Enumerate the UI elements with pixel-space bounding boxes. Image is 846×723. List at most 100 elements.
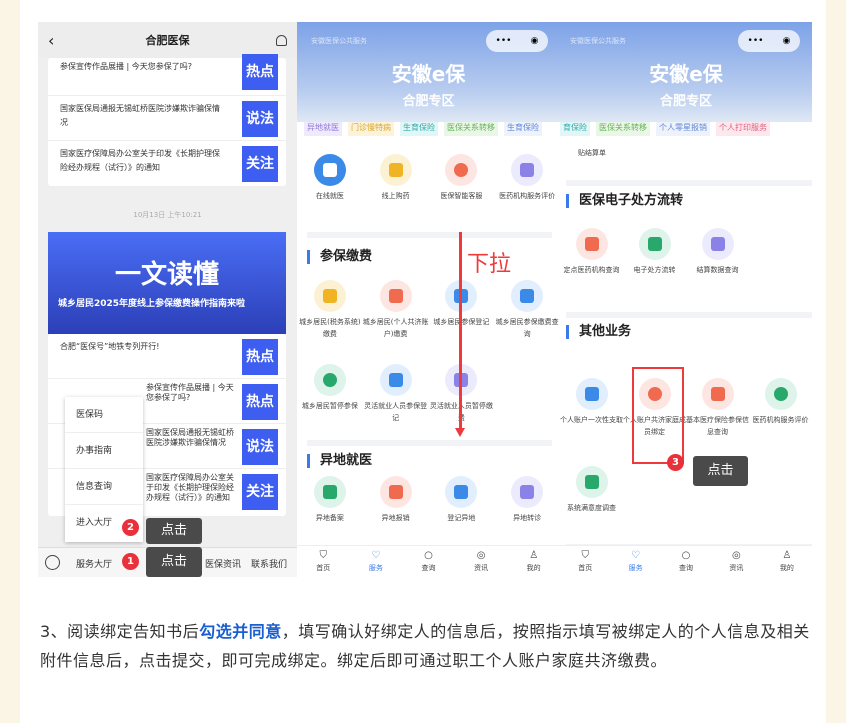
chip[interactable]: 异地就医: [304, 122, 342, 136]
partial-service-label[interactable]: 贴结算单: [578, 149, 606, 157]
service-item[interactable]: 异地备案: [297, 476, 363, 536]
back-icon[interactable]: ‹: [48, 30, 55, 50]
chip[interactable]: 生育保险: [504, 122, 542, 136]
top-services: 在线就医 线上购药 医保智能客服 医药机构服务评价: [297, 154, 560, 224]
tab-bar: ⛉首页 ♡服务 ○查询 ◎资讯 ♙我的: [297, 545, 560, 577]
service-item[interactable]: 城乡居民(税务系统)缴费: [297, 280, 363, 364]
tab-news[interactable]: ◎资讯: [729, 550, 744, 572]
step-badge-1: 1: [122, 553, 139, 570]
tab-query[interactable]: ○查询: [421, 550, 436, 572]
e-prescription-services: 定点医药机构查询 电子处方流转 结算数据查询: [560, 228, 812, 298]
list-item[interactable]: 合肥“医保号”地铁专列开行!热点: [48, 334, 286, 379]
section-title: 参保缴费: [307, 250, 372, 264]
close-target-icon: ◉: [530, 36, 539, 46]
zone-title: 合肥专区: [659, 94, 712, 109]
click-tip: 点击: [146, 547, 202, 577]
service-item[interactable]: 定点医药机构查询: [560, 228, 623, 298]
list-item[interactable]: 国家医保局通报无锡虹桥医院涉嫌欺诈骗保情况说法: [48, 96, 286, 141]
caption-text: ，填写确认好绑定人的信息后，按照指示填写被绑定人的个人信息及相关附件信息后，点击…: [40, 622, 810, 670]
menu-item-enter-hall[interactable]: 进入大厅: [76, 518, 113, 528]
service-item[interactable]: 个人账户一次性支取: [560, 378, 623, 466]
top-bar: ‹ 合肥医保: [38, 22, 297, 58]
banner-subtitle: 城乡居民2025年度线上参保缴费操作指南来啦: [58, 299, 246, 309]
tab-home[interactable]: ⛉首页: [578, 550, 593, 572]
service-item[interactable]: 异地报销: [363, 476, 429, 536]
service-item[interactable]: 基本医疗保险参保信息查询: [686, 378, 749, 466]
chip[interactable]: 门诊慢特病: [348, 122, 394, 136]
remote-medical-services: 异地备案 异地报销 登记异地 异地转诊: [297, 476, 560, 536]
service-item[interactable]: 城乡居民暂停参保: [297, 364, 363, 434]
service-online-clinic[interactable]: 在线就医: [297, 154, 363, 224]
close-target-icon: ◉: [782, 36, 791, 46]
tab-mine[interactable]: ♙我的: [779, 550, 794, 572]
list-item[interactable]: 国家医疗保障局办公室关于印发《长期护理保险经办规程（试行）》的通知关注: [48, 141, 286, 186]
service-label: 安徽医保公共服务: [570, 37, 626, 45]
tab-service[interactable]: ♡服务: [368, 550, 383, 572]
capsule-menu[interactable]: •••◉: [486, 30, 548, 52]
list-item[interactable]: 参保宣传作品展播 | 今天您参保了吗?热点: [48, 54, 286, 96]
menu-item-medical-code[interactable]: 医保码: [65, 397, 143, 433]
service-item[interactable]: 系统满意度调查: [560, 466, 623, 536]
chip[interactable]: 个人打印服务: [716, 122, 770, 136]
zone-title: 合肥专区: [402, 94, 455, 109]
step-badge-3: 3: [667, 454, 684, 471]
arrow-head-icon: [455, 428, 465, 437]
tab-news[interactable]: ◎资讯: [474, 550, 489, 572]
tab-query[interactable]: ○查询: [679, 550, 694, 572]
menu-item-guide[interactable]: 办事指南: [65, 433, 143, 469]
service-item[interactable]: 城乡居民参保缴费查询: [494, 280, 560, 364]
family-account-binding-item[interactable]: 个人账户共济家庭成员绑定: [623, 378, 686, 466]
service-label: 安徽医保公共服务: [311, 37, 367, 45]
service-hall-screen: 安徽医保公共服务 •••◉ 安徽e保 合肥专区 异地就医 门诊慢特病 生育保险 …: [297, 22, 560, 577]
chip[interactable]: 医保关系转移: [596, 122, 650, 136]
click-tip: 点击: [693, 456, 748, 486]
chip[interactable]: 医保关系转移: [444, 122, 498, 136]
brand-title: 安徽e保: [391, 62, 466, 86]
chip[interactable]: 个人零星报销: [656, 122, 710, 136]
section-title: 医保电子处方流转: [566, 194, 683, 208]
tab-mine[interactable]: ♙我的: [526, 550, 541, 572]
section-title: 异地就医: [307, 454, 372, 468]
service-item[interactable]: 灵活就业人员参保登记: [363, 364, 429, 434]
profile-icon[interactable]: [276, 34, 287, 46]
divider: [566, 312, 812, 318]
timestamp: 10月13日 上午10:21: [133, 211, 202, 219]
caption-text: 3、阅读绑定告知书后: [40, 622, 200, 641]
list-item[interactable]: 国家医保局通报无锡虹桥医院涉嫌欺诈骗保情况说法: [48, 424, 286, 469]
step-caption: 3、阅读绑定告知书后勾选并同意，填写确认好绑定人的信息后，按照指示填写被绑定人的…: [40, 617, 812, 675]
chip[interactable]: 生育保险: [400, 122, 438, 136]
bottom-menu-news[interactable]: 医保资讯: [205, 560, 242, 570]
service-ai-support[interactable]: 医保智能客服: [429, 154, 495, 224]
news-list-bottom: 合肥“医保号”地铁专列开行!热点 参保宣传作品展播 | 今天您参保了吗?热点 国…: [48, 334, 286, 516]
service-evaluation[interactable]: 医药机构服务评价: [494, 154, 560, 224]
tab-bar: ⛉首页 ♡服务 ○查询 ◎资讯 ♙我的: [560, 545, 812, 577]
keyboard-icon[interactable]: [45, 555, 60, 570]
category-chips: 异地就医 门诊慢特病 生育保险 医保关系转移 生育保险: [297, 122, 560, 136]
tab-home[interactable]: ⛉首页: [316, 550, 331, 572]
wechat-account-screen: ‹ 合肥医保 参保宣传作品展播 | 今天您参保了吗?热点 国家医保局通报无锡虹桥…: [38, 22, 297, 577]
list-item[interactable]: 参保宣传作品展播 | 今天您参保了吗?热点: [48, 379, 286, 424]
service-item[interactable]: 医药机构服务评价: [749, 378, 812, 466]
more-icon: •••: [747, 36, 764, 46]
service-item[interactable]: 结算数据查询: [686, 228, 749, 298]
menu-item-info-query[interactable]: 信息查询: [65, 469, 143, 505]
service-item[interactable]: 电子处方流转: [623, 228, 686, 298]
bottom-menu-service-hall[interactable]: 服务大厅: [76, 560, 113, 570]
chip[interactable]: 育保险: [560, 122, 590, 136]
divider: [307, 232, 552, 238]
capsule-menu[interactable]: ••• ◉: [738, 30, 800, 52]
tab-service[interactable]: ♡服务: [628, 550, 643, 572]
bottom-menu-contact[interactable]: 联系我们: [251, 560, 288, 570]
service-item[interactable]: 登记异地: [429, 476, 495, 536]
service-hall-scrolled-screen: 安徽医保公共服务 •••◉ 安徽e保 合肥专区 育保险 医保关系转移 个人零星报…: [560, 22, 812, 577]
banner-title: 一文读懂: [114, 260, 219, 290]
list-item[interactable]: 国家医疗保障局办公室关于印发《长期护理保险经办规程（试行）》的通知关注: [48, 469, 286, 514]
article-banner[interactable]: 一文读懂 城乡居民2025年度线上参保缴费操作指南来啦: [48, 232, 286, 334]
divider: [566, 180, 812, 186]
popup-menu: 医保码 办事指南 信息查询 进入大厅: [65, 397, 143, 542]
service-item[interactable]: 异地转诊: [494, 476, 560, 536]
service-item[interactable]: 城乡居民(个人共济账户)缴费: [363, 280, 429, 364]
service-online-pharmacy[interactable]: 线上购药: [363, 154, 429, 224]
divider: [307, 440, 552, 446]
account-title: 合肥医保: [145, 34, 190, 47]
